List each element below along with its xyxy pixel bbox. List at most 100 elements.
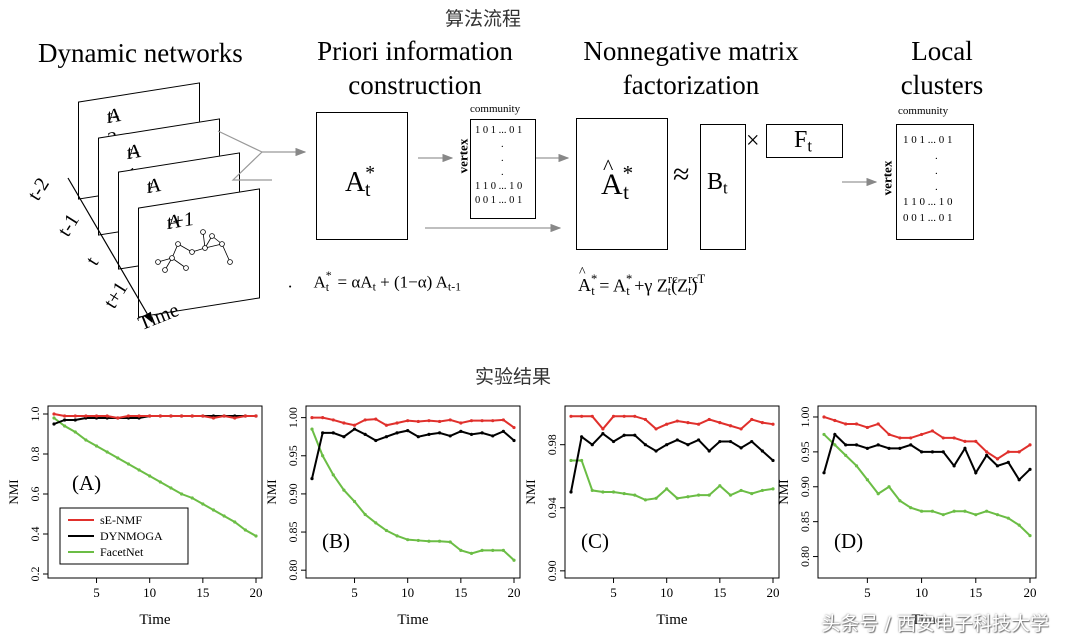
data-point	[342, 435, 346, 439]
data-point	[822, 432, 826, 437]
data-point	[105, 414, 109, 418]
y-tick-label: 0.98	[545, 434, 559, 455]
series-line-facetnet	[823, 433, 1031, 537]
data-point	[52, 412, 56, 416]
nmf-formula: A^*t = A*t +γ Zrct(Zrct)T	[578, 265, 706, 298]
data-point	[590, 414, 594, 418]
x-tick-label: 15	[454, 585, 467, 600]
data-point	[876, 443, 880, 447]
data-point	[707, 493, 711, 497]
data-point	[696, 422, 701, 426]
data-point	[448, 540, 452, 544]
x-tick-label: 15	[713, 585, 726, 600]
x-tick-label: 15	[196, 585, 209, 600]
data-point	[580, 458, 584, 463]
symbol-t: t	[365, 179, 371, 201]
x-tick-label: 20	[767, 585, 780, 600]
f-symbol: Ft	[794, 127, 812, 156]
results-title: 实验结果	[475, 366, 552, 388]
x-tick-label: 10	[143, 585, 156, 600]
nmf-b-box: Bt	[700, 124, 746, 250]
data-point	[491, 419, 495, 423]
symbol-t: t	[623, 180, 630, 205]
data-point	[611, 490, 616, 494]
data-point	[974, 439, 978, 444]
symbol-star: *	[622, 161, 634, 185]
data-point	[909, 436, 913, 440]
data-point	[363, 512, 367, 517]
data-point	[321, 416, 325, 420]
data-point	[569, 414, 573, 418]
data-point	[310, 416, 314, 420]
data-point	[686, 443, 690, 447]
x-tick-label: 20	[250, 585, 263, 600]
y-tick-label: 0.90	[798, 476, 812, 497]
data-point	[211, 416, 216, 420]
data-point	[930, 429, 935, 433]
local-cluster-matrix-box: 1 0 1 ... 0 1 . . . 1 1 0 ... 1 0 0 0 1 …	[896, 124, 974, 240]
data-point	[844, 453, 848, 457]
data-point	[844, 443, 848, 447]
matrix-dots: .	[501, 139, 504, 150]
data-point	[84, 414, 88, 418]
data-point	[469, 419, 474, 423]
formula-part: t-1	[447, 279, 462, 294]
data-point	[887, 446, 891, 450]
data-point	[760, 449, 764, 453]
data-point	[63, 414, 67, 418]
data-point	[985, 450, 989, 454]
data-point	[686, 495, 690, 499]
network-graph-icon	[155, 229, 233, 273]
formula-part: = αA	[337, 272, 373, 292]
data-point	[590, 443, 594, 447]
data-point	[654, 496, 658, 500]
y-axis-label: NMI	[776, 479, 791, 504]
data-point	[94, 444, 99, 448]
process-title: 算法流程	[445, 8, 522, 30]
symbol-b: B	[707, 169, 724, 195]
data-point	[985, 509, 989, 513]
data-point	[501, 548, 505, 552]
data-point	[822, 415, 826, 419]
x-axis-label: Time	[397, 612, 428, 628]
formula-part: t	[372, 279, 376, 294]
data-point	[459, 548, 463, 552]
data-point	[1028, 467, 1032, 471]
data-point	[941, 450, 945, 454]
data-point	[201, 414, 205, 418]
data-point	[321, 431, 325, 435]
data-point	[491, 434, 495, 438]
nmf-a-hat-box: A^*t	[576, 118, 668, 250]
data-point	[233, 520, 237, 524]
series-line-dynmoga	[311, 427, 515, 479]
data-point	[459, 429, 463, 433]
legend-label: DYNMOGA	[100, 529, 163, 543]
formula-part: )	[691, 275, 698, 296]
data-point	[331, 418, 335, 422]
x-tick-label: 5	[93, 585, 100, 600]
data-point	[865, 425, 869, 430]
data-point	[739, 446, 743, 450]
formula-part: t	[325, 279, 330, 294]
data-point	[321, 454, 325, 458]
a-hat-symbol: A^*t	[601, 153, 634, 205]
y-tick-label: 0.80	[286, 560, 300, 581]
data-point	[395, 421, 399, 425]
y-tick-label: 1.0	[28, 407, 42, 422]
panel-label: (C)	[581, 529, 609, 553]
data-point	[963, 439, 967, 444]
x-tick-label: 10	[915, 585, 928, 600]
formula-part: t	[687, 283, 692, 298]
data-point	[406, 428, 410, 433]
local-cluster-matrix: 1 0 1 ... 0 1 . . . 1 1 0 ... 1 0 0 0 1 …	[903, 133, 953, 226]
data-point	[952, 436, 956, 440]
legend-label: sE-NMF	[100, 513, 142, 527]
data-point	[611, 439, 616, 444]
data-point	[126, 462, 131, 466]
data-point	[919, 450, 924, 454]
data-point	[158, 414, 162, 418]
matrix-row: 1 0 1 ... 0 1	[475, 125, 523, 136]
data-point	[919, 509, 924, 513]
